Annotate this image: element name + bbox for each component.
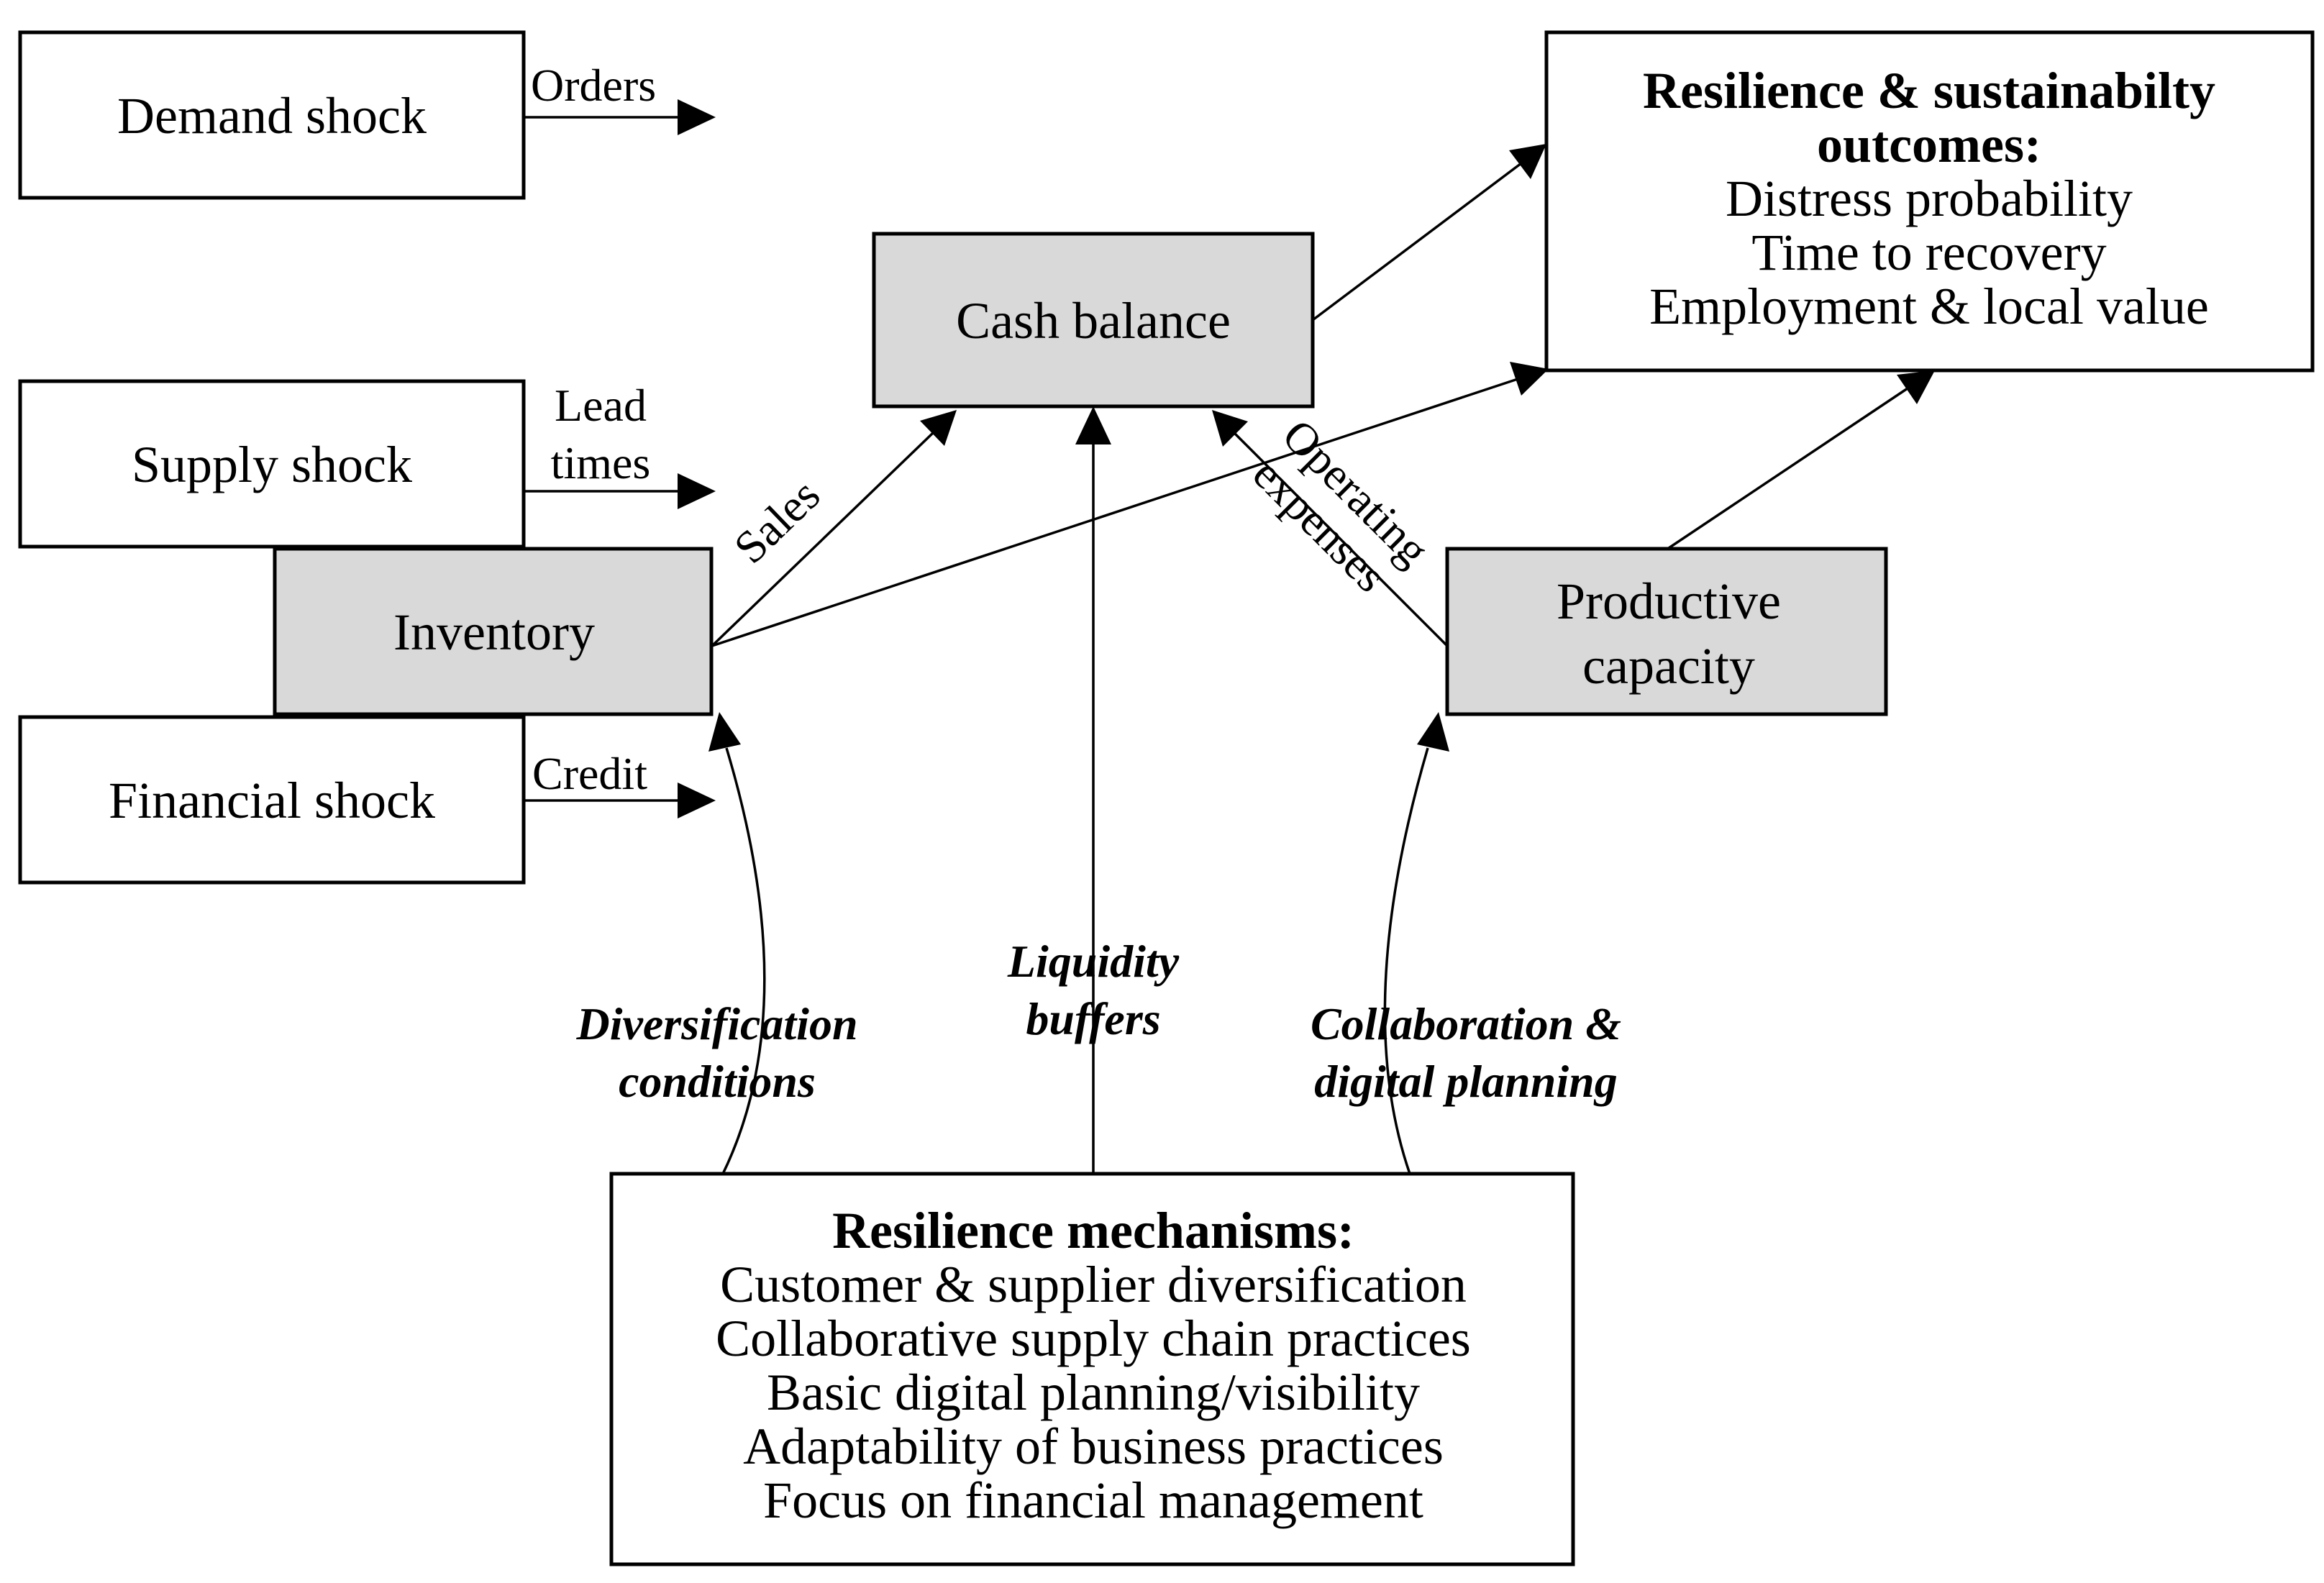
productive-capacity-label-line1: Productive [1557, 572, 1781, 630]
mechanisms-item: Collaborative supply chain practices [716, 1310, 1471, 1367]
outcomes-node: Resilience & sustainabilty outcomes: Dis… [1544, 30, 2315, 373]
capacity-outcomes-arrowhead [1897, 370, 1935, 404]
cash-outcomes-arrowhead [1509, 144, 1546, 179]
inventory-outcomes-arrowhead [1510, 362, 1549, 396]
collaboration-curve [1383, 747, 1429, 1174]
orders-label: Orders [531, 60, 656, 111]
sales-arrowhead [920, 410, 957, 446]
capacity-outcomes-arrow [1668, 386, 1910, 549]
supply-shock-label: Supply shock [132, 436, 412, 493]
liquidity-label-line2: buffers [1026, 993, 1160, 1044]
operating-expenses-arrow [1232, 431, 1449, 647]
lead-times-label-line1: Lead [555, 380, 647, 431]
collaboration-label-line1: Collaboration & [1311, 998, 1621, 1049]
cash-outcomes-arrow [1311, 162, 1523, 321]
diversification-label-line1: Diversification [575, 998, 857, 1049]
inventory-outcomes-arrow [711, 378, 1518, 647]
mechanisms-item: Basic digital planning/visibility [767, 1364, 1420, 1421]
credit-label: Credit [532, 748, 647, 799]
cash-balance-node: Cash balance [872, 232, 1315, 409]
outcomes-item: Employment & local value [1649, 278, 2209, 335]
diversification-arrowhead [708, 712, 741, 752]
outcomes-title-line1: Resilience & sustainabilty [1643, 62, 2215, 119]
outcomes-item: Time to recovery [1751, 224, 2106, 281]
mechanisms-item: Adaptability of business practices [743, 1418, 1444, 1475]
inventory-node: Inventory [273, 547, 714, 716]
mechanisms-node: Resilience mechanisms: Customer & suppli… [609, 1172, 1575, 1566]
credit-arrowhead [678, 783, 716, 818]
diversification-label-line2: conditions [619, 1056, 816, 1107]
supply-shock-node: Supply shock [18, 379, 526, 549]
productive-capacity-node: Productive capacity [1445, 547, 1888, 716]
outcomes-item: Distress probability [1726, 170, 2133, 227]
outcomes-title-line2: outcomes: [1817, 116, 2041, 173]
diversification-curve [721, 747, 766, 1174]
financial-shock-label: Financial shock [109, 772, 435, 829]
productive-capacity-label-line2: capacity [1582, 637, 1755, 695]
liquidity-label-line1: Liquidity [1007, 936, 1180, 987]
sales-arrow [711, 432, 934, 647]
cash-balance-label: Cash balance [956, 292, 1231, 350]
collaboration-label-line2: digital planning [1314, 1056, 1617, 1107]
liquidity-arrowhead [1075, 406, 1111, 444]
orders-arrowhead [678, 99, 716, 135]
financial-shock-node: Financial shock [18, 715, 526, 885]
collaboration-arrowhead [1417, 712, 1449, 752]
inventory-label: Inventory [393, 603, 595, 661]
lead-times-arrowhead [678, 473, 716, 509]
demand-shock-node: Demand shock [18, 30, 526, 200]
lead-times-label-line2: times [551, 437, 651, 488]
mechanisms-title: Resilience mechanisms: [832, 1202, 1354, 1259]
operating-expenses-arrowhead [1212, 410, 1248, 447]
demand-shock-label: Demand shock [117, 87, 427, 145]
sales-label: Sales [724, 469, 829, 573]
mechanisms-item: Focus on financial management [763, 1472, 1423, 1529]
mechanisms-item: Customer & supplier diversification [720, 1256, 1467, 1313]
